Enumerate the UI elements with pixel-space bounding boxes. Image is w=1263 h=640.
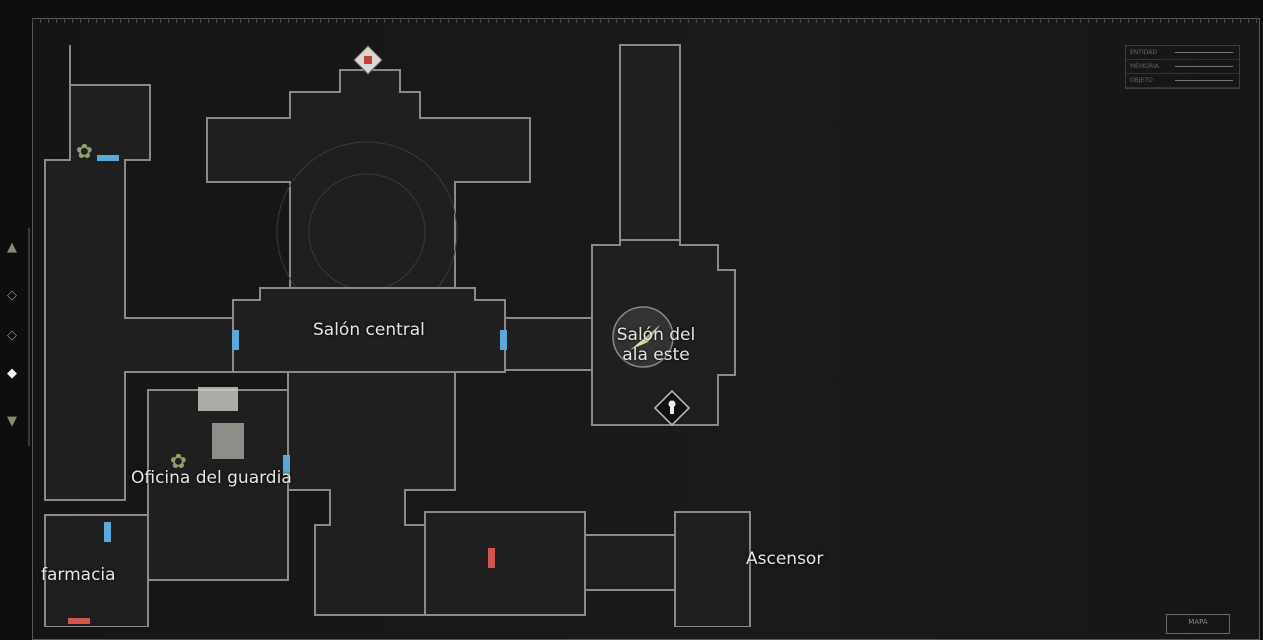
player-arrow-icon xyxy=(612,306,674,368)
room-label-oficina-guardia: Oficina del guardia xyxy=(131,468,292,488)
down-arrow-icon[interactable]: ▼ xyxy=(7,414,17,429)
pharmacy xyxy=(44,514,149,627)
legend-slider[interactable] xyxy=(1175,66,1233,67)
floor-selector: ▲ ◇ ◇ ◆ ▼ xyxy=(0,228,30,446)
guard-office xyxy=(147,389,289,581)
north-hall xyxy=(206,69,531,291)
door-unlocked[interactable] xyxy=(104,522,111,542)
save-point-icon[interactable] xyxy=(353,45,383,75)
door-unlocked[interactable] xyxy=(232,330,239,350)
door-unlocked[interactable] xyxy=(97,155,119,161)
keyhole-icon[interactable] xyxy=(653,389,691,427)
door-locked[interactable] xyxy=(488,548,495,568)
map-button[interactable]: MAPA xyxy=(1166,614,1230,634)
legend-label: OBJETO xyxy=(1130,77,1153,84)
north-corridor xyxy=(619,44,681,246)
map-ruler xyxy=(32,18,1258,23)
floor-diamond-active-icon[interactable]: ◆ xyxy=(7,366,17,381)
room-label-salon-central: Salón central xyxy=(313,320,425,340)
legend-item[interactable]: OBJETO xyxy=(1126,74,1239,88)
room-label-ascensor: Ascensor xyxy=(746,549,824,569)
legend-label: ENTIDAD xyxy=(1130,49,1157,56)
legend-slider[interactable] xyxy=(1175,80,1233,81)
typewriter-desk-icon[interactable] xyxy=(198,387,238,411)
herb-icon[interactable]: ✿ xyxy=(170,449,187,473)
herb-icon[interactable]: ✿ xyxy=(76,139,93,163)
east-wing-room xyxy=(591,239,736,426)
east-corridor xyxy=(504,317,596,371)
elevator-room xyxy=(674,511,751,627)
legend-slider[interactable] xyxy=(1175,52,1233,53)
room-label-salon-ala-este: Salón del ala este xyxy=(616,325,696,365)
door-unlocked[interactable] xyxy=(283,455,290,475)
up-arrow-icon[interactable]: ▲ xyxy=(7,240,17,255)
legend-item[interactable]: MEMORIA xyxy=(1126,60,1239,74)
floor-diamond-icon[interactable]: ◇ xyxy=(7,288,17,303)
door-unlocked[interactable] xyxy=(500,330,507,350)
legend-item[interactable]: ENTIDAD xyxy=(1126,46,1239,60)
room-label-farmacia: farmacia xyxy=(41,565,116,585)
elevator-corridor xyxy=(584,534,678,591)
door-locked[interactable] xyxy=(68,618,90,624)
legend-label: MEMORIA xyxy=(1130,63,1159,70)
floor-map[interactable]: ✿ ✿ xyxy=(0,0,1263,627)
floor-diamond-icon[interactable]: ◇ xyxy=(7,328,17,343)
item-box-icon[interactable] xyxy=(212,423,244,459)
south-room xyxy=(424,511,586,616)
map-legend: ENTIDAD MEMORIA OBJETO xyxy=(1125,45,1240,89)
